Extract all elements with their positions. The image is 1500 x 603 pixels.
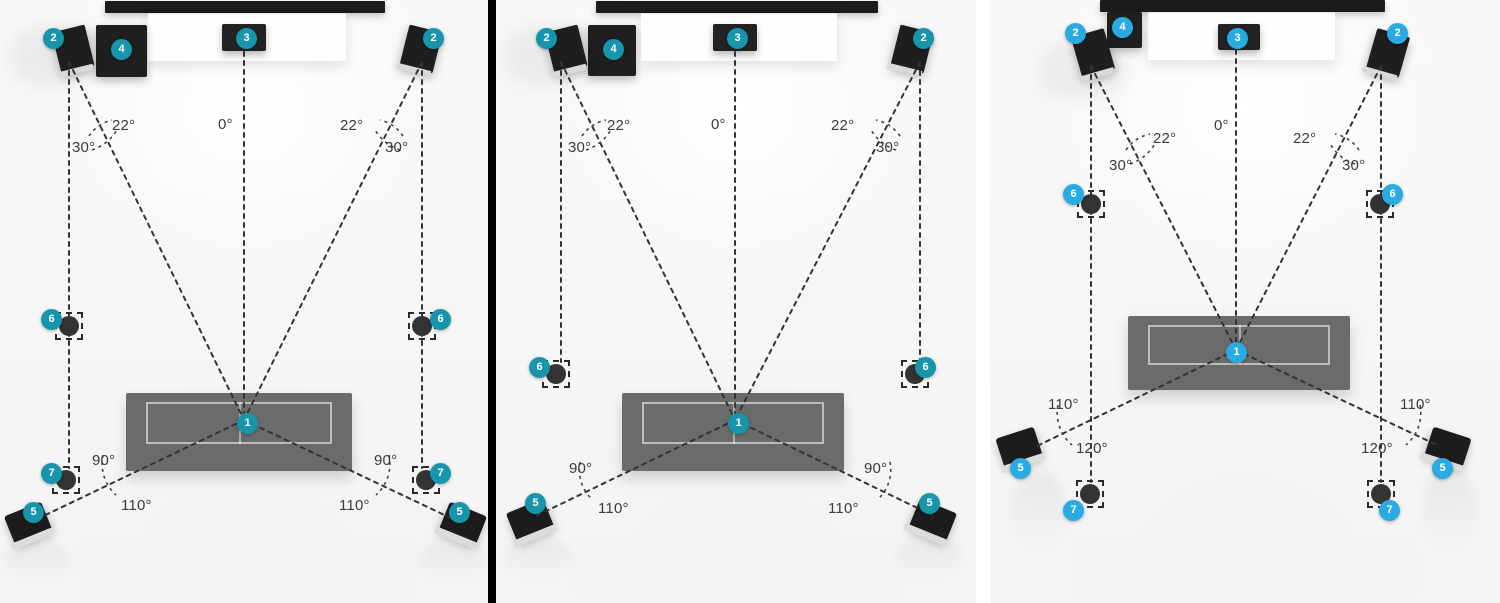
television — [596, 1, 878, 13]
badge-rear-height-left[interactable]: 7 — [1063, 500, 1084, 521]
badge-center-speaker[interactable]: 3 — [727, 28, 748, 49]
angle-30-left-label: 30° — [1109, 157, 1133, 174]
angle-110-right-label: 110° — [828, 500, 859, 517]
badge-surround-left[interactable]: 5 — [525, 493, 546, 514]
angle-22-right-label: 22° — [831, 117, 855, 134]
angle-110-left-label: 110° — [1048, 396, 1079, 413]
badge-subwoofer[interactable]: 4 — [603, 39, 624, 60]
angle-0-center-label: 0° — [711, 116, 726, 133]
panel-background — [0, 0, 492, 603]
angle-30-right-label: 30° — [1342, 157, 1366, 174]
badge-rear-height-right[interactable]: 7 — [430, 463, 451, 484]
panel-background — [496, 0, 976, 603]
floor-shadow-right — [1422, 470, 1478, 550]
badge-subwoofer[interactable]: 4 — [111, 39, 132, 60]
diagram-panel-1: 22° 30° 0° 22° 30° 90° 110° 90° 110° 2 4 3 2 6 6 1 7 7 5 5 — [0, 0, 492, 603]
badge-surround-left[interactable]: 5 — [23, 502, 44, 523]
badge-rear-height-right[interactable]: 7 — [1379, 500, 1400, 521]
badge-front-height-left[interactable]: 6 — [41, 309, 62, 330]
angle-22-left-label: 22° — [1153, 130, 1177, 147]
television — [105, 1, 385, 13]
badge-front-height-left[interactable]: 6 — [1063, 184, 1084, 205]
badge-rear-height-left[interactable]: 7 — [41, 463, 62, 484]
angle-22-left-label: 22° — [607, 117, 631, 134]
angle-110-left-label: 110° — [598, 500, 629, 517]
angle-110-right-label: 110° — [1400, 396, 1431, 413]
badge-front-left-speaker[interactable]: 2 — [43, 28, 64, 49]
badge-surround-right[interactable]: 5 — [1432, 458, 1453, 479]
diagram-panel-2: 22° 30° 0° 22° 30° 90° 110° 90° 110° 2 4 3 2 6 6 1 5 5 — [496, 0, 976, 603]
badge-listening-position[interactable]: 1 — [728, 413, 749, 434]
angle-22-right-label: 22° — [1293, 130, 1317, 147]
angle-22-left-label: 22° — [112, 117, 136, 134]
angle-90-right-label: 90° — [374, 452, 398, 469]
angle-110-right-label: 110° — [339, 497, 370, 514]
angle-120-right-label: 120° — [1361, 440, 1393, 457]
badge-front-right-speaker[interactable]: 2 — [1387, 23, 1408, 44]
badge-surround-right[interactable]: 5 — [919, 493, 940, 514]
panel-gap — [976, 0, 990, 603]
angle-30-left-label: 30° — [72, 139, 96, 156]
badge-front-height-right[interactable]: 6 — [1382, 184, 1403, 205]
floor-shadow-right — [896, 538, 962, 578]
badge-surround-right[interactable]: 5 — [449, 502, 470, 523]
badge-front-right-speaker[interactable]: 2 — [913, 28, 934, 49]
badge-listening-position[interactable]: 1 — [1226, 342, 1247, 363]
angle-30-right-label: 30° — [385, 139, 409, 156]
floor-shadow-left — [1010, 470, 1066, 550]
badge-subwoofer[interactable]: 4 — [1112, 17, 1133, 38]
badge-front-left-speaker[interactable]: 2 — [1065, 23, 1086, 44]
angle-90-right-label: 90° — [864, 460, 888, 477]
angle-0-center-label: 0° — [1214, 117, 1229, 134]
angle-22-right-label: 22° — [340, 117, 364, 134]
badge-front-left-speaker[interactable]: 2 — [536, 28, 557, 49]
badge-front-right-speaker[interactable]: 2 — [423, 28, 444, 49]
angle-30-right-label: 30° — [876, 139, 900, 156]
panel-divider-1 — [488, 0, 496, 603]
badge-center-speaker[interactable]: 3 — [236, 28, 257, 49]
angle-30-left-label: 30° — [568, 139, 592, 156]
angle-90-left-label: 90° — [92, 452, 116, 469]
badge-surround-left[interactable]: 5 — [1010, 458, 1031, 479]
badge-listening-position[interactable]: 1 — [237, 413, 258, 434]
badge-front-height-left[interactable]: 6 — [529, 357, 550, 378]
angle-0-center-label: 0° — [218, 116, 233, 133]
diagram-panel-3: 22° 30° 0° 22° 30° 110° 120° 110° 120° 2 4 3 2 6 6 1 5 5 7… — [990, 0, 1500, 603]
angle-90-left-label: 90° — [569, 460, 593, 477]
television — [1100, 0, 1385, 12]
angle-120-left-label: 120° — [1076, 440, 1108, 457]
badge-center-speaker[interactable]: 3 — [1227, 28, 1248, 49]
sofa-seating — [126, 393, 352, 471]
angle-110-left-label: 110° — [121, 497, 152, 514]
badge-front-height-right[interactable]: 6 — [915, 357, 936, 378]
badge-front-height-right[interactable]: 6 — [430, 309, 451, 330]
